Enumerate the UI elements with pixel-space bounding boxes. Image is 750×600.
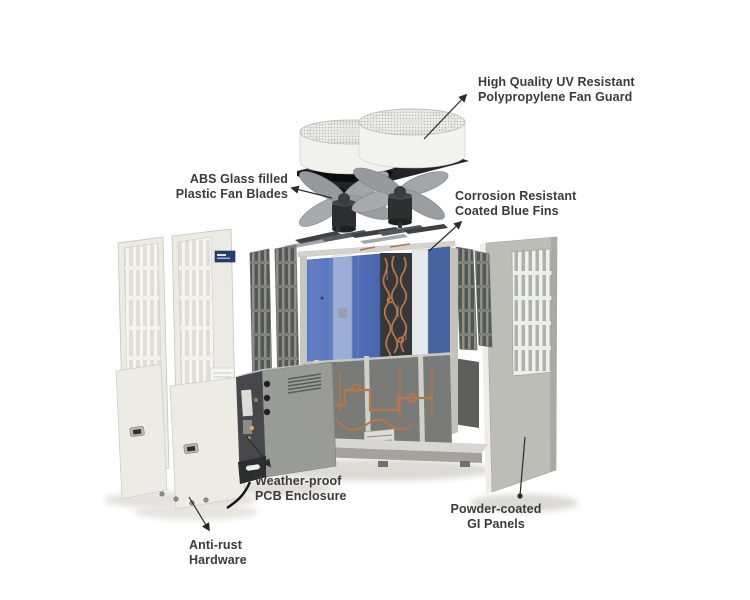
power-cable [226, 481, 252, 509]
mounting-brackets [284, 222, 448, 249]
leader-gi-panels [517, 436, 526, 499]
leader-blue-fins [428, 220, 463, 252]
label-blue-fins: Corrosion Resistant Coated Blue Fins [455, 189, 577, 218]
label-fan-blades: ABS Glass filled Plastic Fan Blades [175, 172, 288, 201]
brand-badge [214, 250, 236, 263]
leader-pcb-enclosure [246, 436, 272, 468]
copper-bottom-piping [315, 368, 433, 431]
anti-rust-hardware [159, 491, 209, 506]
leader-hardware [188, 496, 210, 532]
leader-lines [188, 93, 526, 532]
leader-fan-blades [290, 185, 333, 199]
label-hardware: Anti-rust Hardware [189, 538, 247, 567]
copper-coil-piping [382, 255, 408, 367]
fan-blades [299, 167, 449, 233]
label-gi-panels: Powder-coated GI Panels [450, 502, 542, 531]
access-panels [115, 363, 246, 510]
label-pcb-enclosure: Weather-proof PCB Enclosure [255, 474, 347, 503]
heat-exchanger-unit [249, 240, 493, 467]
pcb-enclosure [226, 361, 337, 509]
gi-side-panel [480, 236, 558, 494]
label-fan-guard: High Quality UV Resistant Polypropylene … [478, 75, 635, 104]
leader-fan-guard [423, 93, 468, 140]
